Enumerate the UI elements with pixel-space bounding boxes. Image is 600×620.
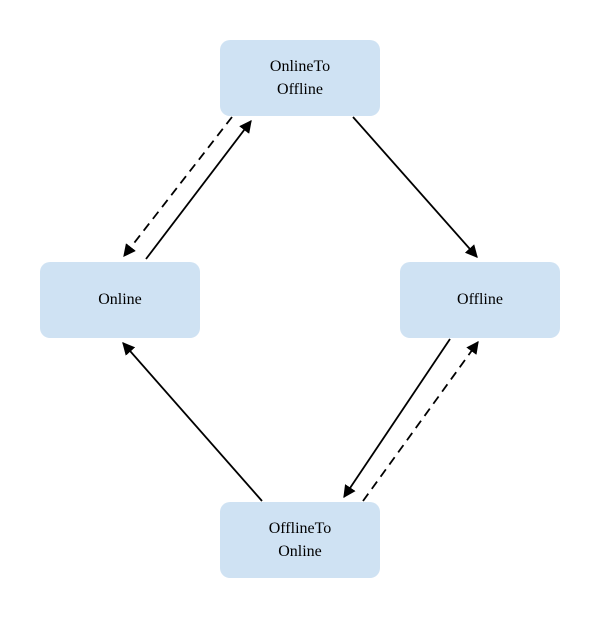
edge-online-to-online-to-offline: [145, 119, 252, 260]
node-label-line: OfflineTo: [268, 519, 332, 537]
node-label-line: Online: [278, 543, 322, 560]
edge-offline-to-offline-to-online: [343, 338, 451, 499]
node-offline: Offline: [400, 262, 560, 338]
node-label-line: Online: [98, 291, 142, 309]
edge-online-to-offline-to-online: [123, 116, 233, 257]
edge-offline-to-online-to-offline: [362, 340, 479, 502]
edge-online-to-offline-to-offline: [352, 116, 478, 258]
node-label-line: Offline: [277, 81, 323, 98]
node-label-line: OnlineTo: [269, 57, 331, 75]
node-label-line: Offline: [457, 291, 503, 309]
edge-offline-to-online-to-online: [122, 342, 263, 502]
node-online: Online: [40, 262, 200, 338]
